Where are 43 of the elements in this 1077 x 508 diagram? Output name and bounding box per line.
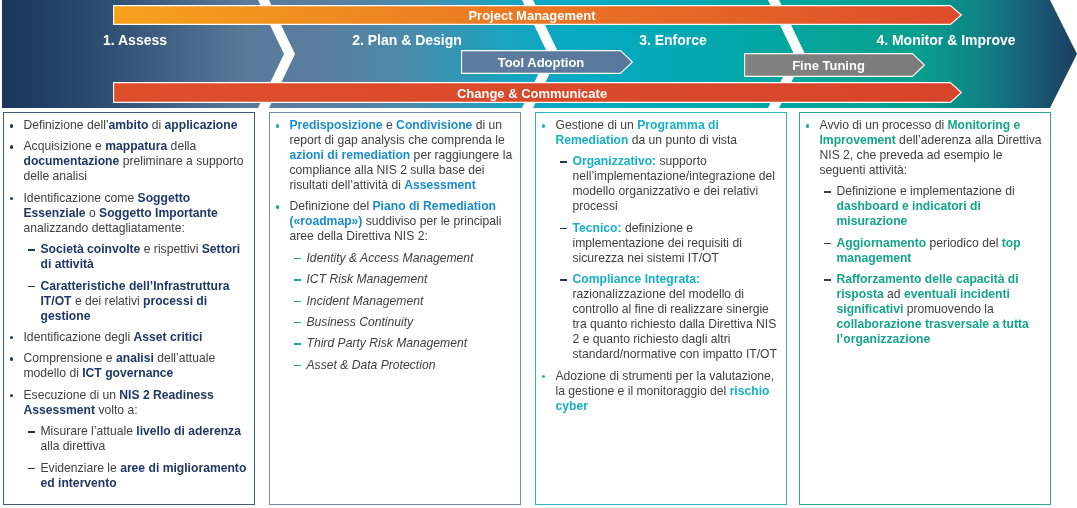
sub-bullet-text: Incident Management bbox=[291, 293, 517, 309]
sub-bullet-text: Caratteristiche dell’Infrastruttura IT/OT e dei relativi processi di gestione bbox=[25, 278, 251, 324]
sub-bullet-text: Business Continuity bbox=[291, 314, 517, 330]
arrow-banner bbox=[113, 82, 962, 103]
sub-bullet-text: ICT Risk Management bbox=[291, 272, 517, 288]
bullet-text: Identificazione come Soggetto Essenziale o Soggetto Importante analizzando dettagliatamente: bbox=[7, 190, 251, 236]
bullet-text: Identificazione degli Asset critici bbox=[7, 329, 251, 345]
content-panel bbox=[3, 112, 255, 505]
sub-bullet-text: Società coinvolte e rispettivi Settori di attività bbox=[25, 242, 251, 273]
banner-label: Project Management bbox=[468, 7, 596, 23]
banner-label: Fine Tuning bbox=[792, 57, 865, 73]
sub-bullet-text: Misurare l’attuale livello di aderenza alla direttiva bbox=[25, 424, 251, 455]
phase-label: 1. Assess bbox=[102, 32, 168, 48]
arrow-banner bbox=[744, 53, 925, 77]
bullet-text: Gestione di un Programma di Remediation da un punto di vista bbox=[539, 118, 783, 148]
content-panel bbox=[269, 112, 521, 505]
bullet-text: Definizione del Piano di Remediation («roadmap») suddiviso per le principali aree della Direttiva NIS 2: bbox=[273, 199, 517, 245]
phase-label: 3. Enforce bbox=[639, 32, 707, 48]
sub-bullet-text: Asset & Data Protection bbox=[291, 357, 517, 373]
sub-bullet-text: Aggiornamento periodico del top management bbox=[821, 235, 1047, 266]
sub-bullet-text: Definizione e implementazione di dashboard e indicatori di misurazione bbox=[821, 184, 1047, 230]
arrow-banner bbox=[461, 50, 633, 74]
sub-bullet-text: Identity & Access Management bbox=[291, 250, 517, 266]
bullet-text: Adozione di strumenti per la valutazione, la gestione e il monitoraggio del rischio cyber bbox=[539, 368, 783, 414]
bullet-text: Definizione dell’ambito di applicazione bbox=[7, 118, 251, 133]
sub-bullet-text: Organizzativo: supporto nell’implementazione/integrazione del modello organizzativo e dei relativi processi bbox=[557, 154, 783, 215]
sub-bullet-text: Third Party Risk Management bbox=[291, 336, 517, 352]
sub-bullet-text: Evidenziare le aree di miglioramento ed intervento bbox=[25, 460, 251, 491]
arrow-banner bbox=[113, 5, 962, 25]
bullet-text: Predisposizione e Condivisione di un report di gap analysis che comprenda le azioni di remediation per raggiungere la compliance alla NIS 2 sulla base dei risultati dell’attività di Assessment bbox=[273, 118, 517, 193]
phase-label: 4. Monitor & Improve bbox=[876, 32, 1016, 48]
banner-label: Tool Adoption bbox=[497, 54, 585, 70]
sub-bullet-text: Tecnico: definizione e implementazione dei requisiti di sicurezza nei sistemi IT/OT bbox=[557, 220, 783, 266]
bullet-text: Acquisizione e mappatura della documentazione preliminare a supporto delle analisi bbox=[7, 139, 251, 185]
bullet-text: Comprensione e analisi dell’attuale modello di ICT governance bbox=[7, 351, 251, 382]
bullet-text: Esecuzione di un NIS 2 Readiness Assessment volto a: bbox=[7, 387, 251, 418]
content-panel bbox=[535, 112, 787, 505]
bullet-text: Avvio di un processo di Monitoring e Improvement dell’aderenza alla Direttiva NIS 2, che preveda ad esempio le seguenti attività: bbox=[803, 118, 1047, 178]
sub-bullet-text: Compliance Integrata: razionalizzazione del modello di controllo al fine di realizzare sinergie tra quanto richiesto dalla Direttiva NIS 2 e quanto richiesto dagli altri standard/normative con impatto IT/OT bbox=[557, 272, 783, 363]
sub-bullet-text: Rafforzamento delle capacità di risposta ad eventuali incidenti significativi promuovendo la collaborazione trasversale a tutta l’organizzazione bbox=[821, 272, 1047, 348]
banner-label: Change & Communicate bbox=[456, 85, 608, 100]
content-panel bbox=[799, 112, 1051, 505]
phase-label: 2. Plan & Design bbox=[352, 32, 462, 48]
